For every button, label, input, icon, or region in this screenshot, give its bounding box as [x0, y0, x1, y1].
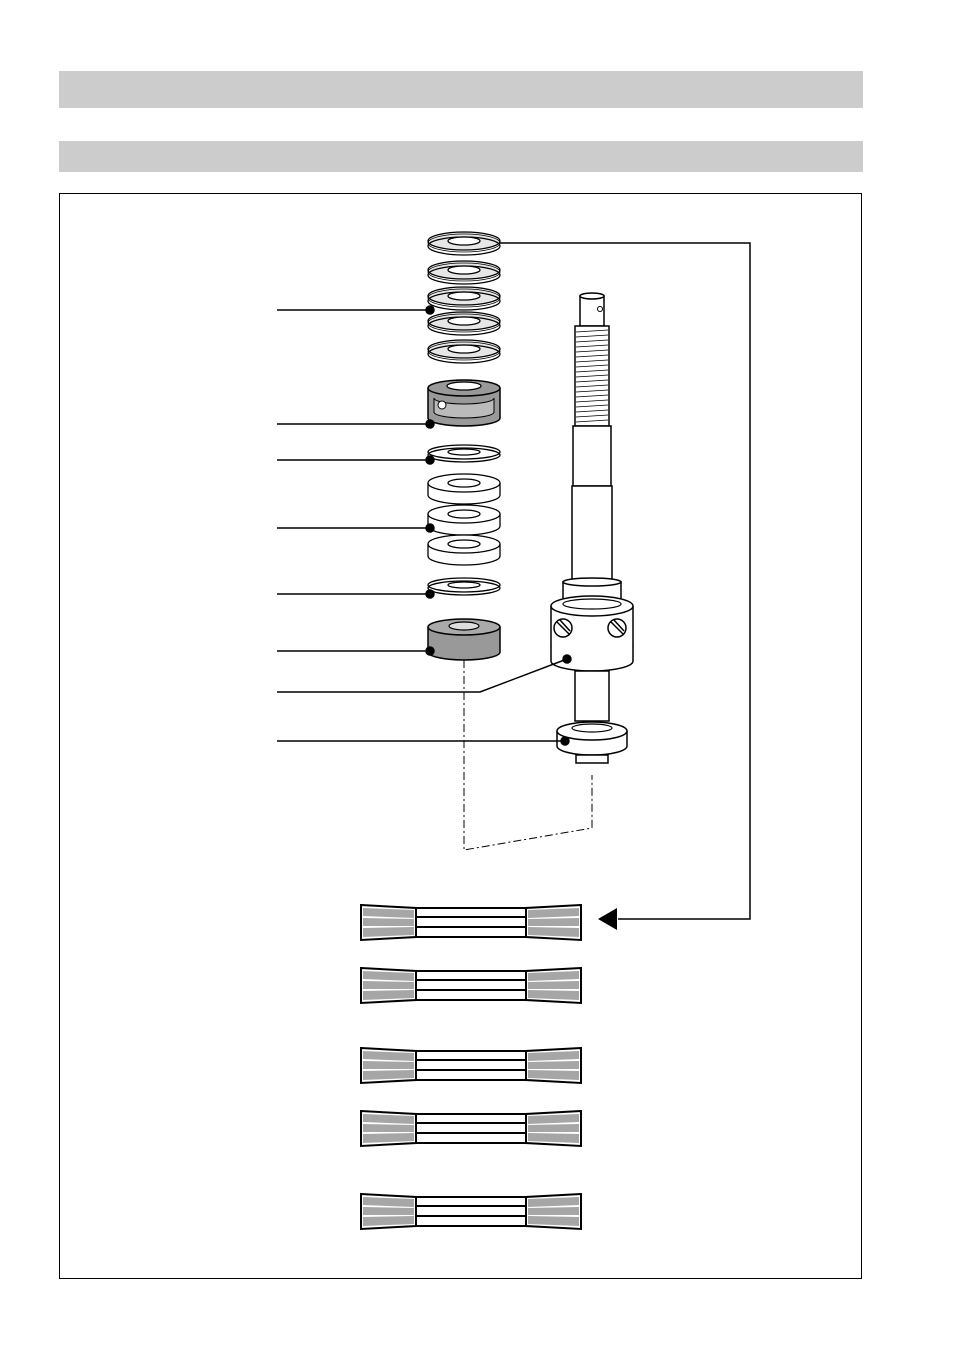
stack-variant-2 [360, 967, 582, 1004]
stack-variant-4 [360, 1110, 582, 1147]
spindle-assembly-icon [550, 292, 634, 764]
flat-washer-icon [427, 577, 501, 596]
stack-variant-5 [360, 1193, 582, 1230]
stack-variant-1 [360, 904, 582, 941]
grey-bushing-icon [427, 618, 501, 661]
white-ring-stack-icon [427, 473, 501, 566]
callout-leaders [277, 305, 572, 746]
stack-variants [360, 904, 582, 1230]
alignment-line [463, 660, 593, 851]
grey-nut-icon [427, 379, 501, 427]
figure-frame [59, 193, 862, 1279]
flat-washer-icon [427, 444, 501, 463]
header-bar [59, 71, 863, 108]
stack-variant-3 [360, 1047, 582, 1084]
spring-disc-stack-icon [427, 231, 501, 364]
subheader-bar [59, 141, 863, 172]
arrow-icon [500, 242, 751, 930]
